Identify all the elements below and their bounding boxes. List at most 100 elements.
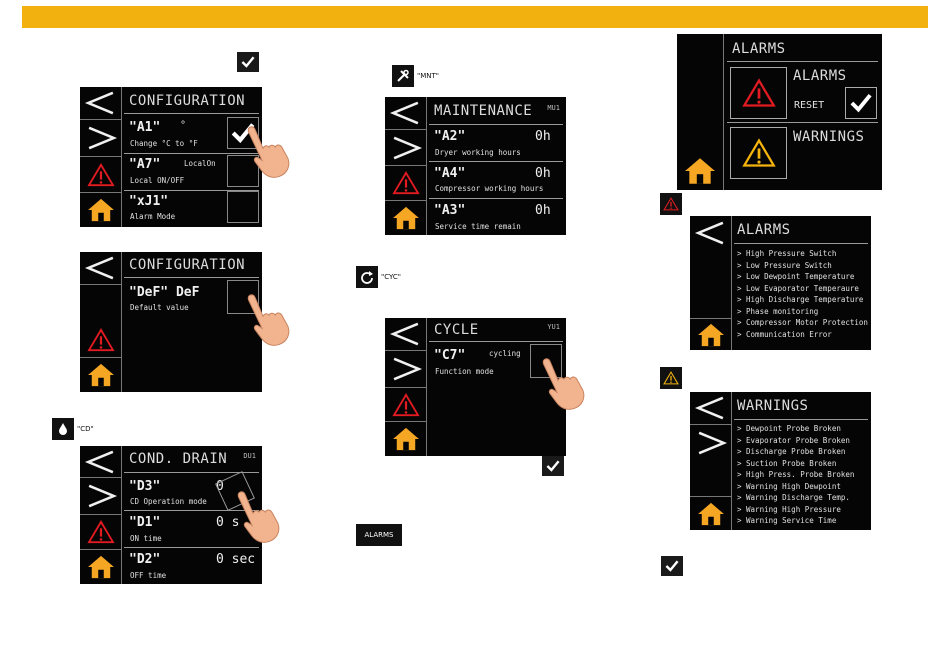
alarms-list-screen: ALARMS > High Pressure Switch > Low Pres… bbox=[690, 216, 871, 350]
checkmark-icon bbox=[240, 54, 256, 70]
list-item: > Warning Service Time bbox=[737, 516, 837, 525]
param-name: "A7" bbox=[129, 157, 161, 172]
alarms-menu-screen: ALARMS ALARMS RESET WARNINGS bbox=[677, 34, 882, 190]
prev-button[interactable] bbox=[385, 97, 426, 130]
param-name: "C7" bbox=[434, 348, 466, 363]
next-button[interactable] bbox=[690, 425, 731, 461]
chevron-left-icon bbox=[389, 100, 423, 126]
chevron-right-icon bbox=[389, 356, 423, 382]
param-name: "xJ1" bbox=[129, 194, 169, 209]
divider bbox=[124, 547, 259, 548]
warnings-label: WARNINGS bbox=[793, 129, 865, 145]
param-value: 0h bbox=[535, 203, 551, 218]
prev-button[interactable] bbox=[80, 87, 121, 120]
screen-tag: MU1 bbox=[547, 104, 560, 112]
screen-title: COND. DRAIN bbox=[129, 451, 228, 467]
chevron-left-icon bbox=[694, 220, 728, 246]
maint-legend: "MNT" bbox=[392, 65, 439, 87]
chevron-right-icon bbox=[84, 483, 118, 509]
prev-button[interactable] bbox=[80, 446, 121, 478]
divider bbox=[124, 510, 259, 511]
param-value: 0 sec bbox=[216, 552, 256, 567]
param-desc: Service time remain bbox=[435, 222, 521, 231]
checkmark-icon bbox=[545, 458, 561, 474]
alarm-button[interactable] bbox=[80, 515, 121, 550]
prev-button[interactable] bbox=[80, 252, 121, 285]
alarm-triangle-icon bbox=[87, 520, 115, 544]
list-item: > Phase monitoring bbox=[737, 306, 819, 316]
param-name: "DeF" DeF bbox=[129, 285, 200, 300]
value-box[interactable] bbox=[530, 344, 562, 378]
warning-legend bbox=[660, 367, 682, 389]
param-desc: CD Operation mode bbox=[130, 497, 207, 506]
alarm-button[interactable] bbox=[80, 157, 121, 193]
chevron-left-icon bbox=[84, 90, 118, 116]
side-nav bbox=[677, 34, 724, 190]
list-item: > High Pressure Switch bbox=[737, 249, 837, 258]
home-button[interactable] bbox=[690, 318, 731, 350]
divider bbox=[429, 341, 563, 342]
list-item: > Warning High Pressure bbox=[737, 504, 841, 514]
prev-button[interactable] bbox=[690, 392, 731, 425]
param-desc: Alarm Mode bbox=[130, 212, 176, 221]
confirm-legend bbox=[237, 52, 259, 72]
checkbox-a1[interactable] bbox=[227, 117, 259, 149]
side-nav bbox=[80, 446, 122, 584]
next-button[interactable] bbox=[385, 351, 426, 388]
reset-label: RESET bbox=[794, 100, 825, 111]
alarm-triangle-icon bbox=[87, 163, 115, 187]
checkmark-icon bbox=[848, 90, 874, 116]
prev-button[interactable] bbox=[690, 216, 731, 249]
chevron-right-icon bbox=[694, 430, 728, 456]
param-name: "D3" bbox=[129, 479, 161, 494]
chevron-left-icon bbox=[84, 255, 118, 281]
configuration-default-screen: CONFIGURATION "DeF" DeF Default value bbox=[80, 252, 262, 392]
screen-title: MAINTENANCE bbox=[434, 103, 533, 119]
confirm-legend bbox=[542, 456, 564, 476]
alarm-button[interactable] bbox=[385, 166, 426, 201]
checkbox-def[interactable] bbox=[227, 280, 259, 314]
reset-button[interactable] bbox=[845, 87, 877, 119]
home-button[interactable] bbox=[80, 193, 121, 227]
home-button[interactable] bbox=[80, 550, 121, 584]
chevron-left-icon bbox=[694, 395, 728, 421]
warnings-icon-box[interactable] bbox=[730, 127, 787, 179]
warnings-list-screen: WARNINGS > Dewpoint Probe Broken > Evapo… bbox=[690, 392, 871, 530]
divider bbox=[727, 122, 878, 123]
prev-button[interactable] bbox=[385, 318, 426, 351]
next-button[interactable] bbox=[80, 478, 121, 515]
param-value: LocalOn bbox=[184, 159, 216, 168]
home-icon bbox=[697, 323, 725, 347]
list-item: > Suction Probe Broken bbox=[737, 458, 837, 468]
home-button[interactable] bbox=[677, 152, 723, 190]
checkbox-a7[interactable] bbox=[227, 155, 259, 187]
alarms-icon-box[interactable] bbox=[730, 67, 787, 119]
screen-title: CONFIGURATION bbox=[129, 257, 246, 273]
home-button[interactable] bbox=[385, 422, 426, 456]
list-item: > Warning High Dewpoint bbox=[737, 481, 841, 491]
checkbox-xj1[interactable] bbox=[227, 191, 259, 223]
home-button[interactable] bbox=[80, 358, 121, 392]
home-button[interactable] bbox=[385, 201, 426, 235]
home-icon bbox=[697, 502, 725, 526]
param-name: "D2" bbox=[129, 552, 161, 567]
alarm-triangle-icon bbox=[660, 193, 682, 215]
alarm-button[interactable] bbox=[385, 388, 426, 422]
cond-drain-screen: COND. DRAIN DU1 "D3" 0 CD Operation mode… bbox=[80, 446, 262, 584]
param-name: "A3" bbox=[434, 203, 466, 218]
divider bbox=[124, 472, 259, 473]
home-button[interactable] bbox=[690, 496, 731, 530]
chevron-left-icon bbox=[389, 321, 423, 347]
divider bbox=[429, 124, 563, 125]
alarm-button[interactable] bbox=[80, 322, 121, 358]
divider bbox=[124, 153, 259, 154]
param-value: ° bbox=[180, 120, 187, 131]
list-item: > Low Evaporator Temperaure bbox=[737, 283, 859, 293]
list-item: > Evaporator Probe Broken bbox=[737, 435, 850, 445]
next-button[interactable] bbox=[80, 120, 121, 157]
next-button[interactable] bbox=[385, 130, 426, 166]
screen-tag: DU1 bbox=[243, 452, 256, 460]
param-name: "A2" bbox=[434, 129, 466, 144]
side-nav bbox=[690, 216, 732, 350]
confirm-legend bbox=[661, 556, 683, 576]
